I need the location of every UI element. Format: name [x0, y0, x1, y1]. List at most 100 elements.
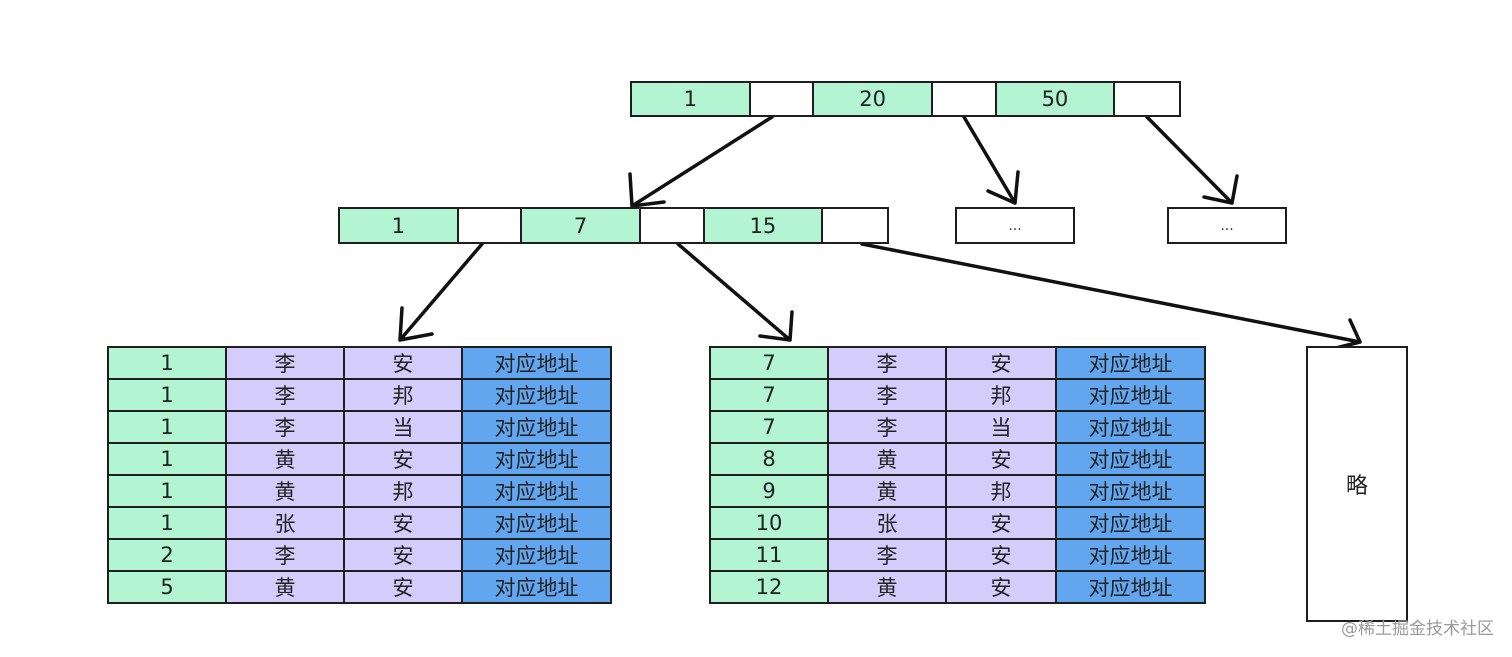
- arrow-root-to-level2: [628, 115, 774, 208]
- index-key-cell: 7: [522, 209, 641, 242]
- child-pointer-cell: [823, 209, 887, 242]
- index-key-cell: 1: [632, 83, 751, 115]
- address-cell: 对应地址: [1055, 570, 1206, 604]
- name-part-2-cell: 当: [945, 410, 1057, 444]
- child-pointer-cell: [640, 209, 705, 242]
- address-cell: 对应地址: [461, 378, 612, 412]
- name-part-2-cell: 邦: [945, 378, 1057, 412]
- name-part-2-cell: 安: [945, 570, 1057, 604]
- address-cell: 对应地址: [1055, 474, 1206, 508]
- id-cell: 7: [709, 410, 829, 444]
- arrow-level2-to-leaf-right: [676, 242, 794, 342]
- id-cell: 8: [709, 442, 829, 476]
- name-part-2-cell: 安: [343, 538, 463, 572]
- child-pointer-cell: [1115, 83, 1179, 115]
- id-cell: 7: [709, 378, 829, 412]
- name-part-2-cell: 安: [343, 346, 463, 380]
- name-part-2-cell: 安: [945, 506, 1057, 540]
- address-cell: 对应地址: [1055, 378, 1206, 412]
- name-part-1-cell: 黄: [827, 474, 947, 508]
- name-part-1-cell: 黄: [225, 442, 345, 476]
- address-cell: 对应地址: [1055, 442, 1206, 476]
- name-part-1-cell: 张: [225, 506, 345, 540]
- child-pointer-cell: [458, 209, 523, 242]
- id-cell: 1: [107, 442, 227, 476]
- id-cell: 5: [107, 570, 227, 604]
- id-cell: 10: [709, 506, 829, 540]
- address-cell: 对应地址: [1055, 410, 1206, 444]
- address-cell: 对应地址: [461, 410, 612, 444]
- id-cell: 1: [107, 506, 227, 540]
- address-cell: 对应地址: [1055, 506, 1206, 540]
- name-part-2-cell: 安: [343, 506, 463, 540]
- name-part-1-cell: 黄: [225, 474, 345, 508]
- index-key-cell: 50: [996, 83, 1116, 115]
- arrow-level2-to-leaf-left: [398, 242, 484, 342]
- name-part-2-cell: 邦: [343, 378, 463, 412]
- arrow-root-to-stub-2: [1145, 115, 1239, 205]
- arrow-root-to-stub-1: [962, 115, 1020, 205]
- child-node-stub-2: ...: [1167, 207, 1287, 244]
- address-cell: 对应地址: [461, 570, 612, 604]
- name-part-2-cell: 安: [945, 442, 1057, 476]
- child-pointer-cell: [750, 83, 815, 115]
- arrow-level2-to-omitted: [860, 242, 1362, 350]
- name-part-2-cell: 安: [945, 538, 1057, 572]
- name-part-2-cell: 安: [945, 346, 1057, 380]
- name-part-1-cell: 李: [225, 346, 345, 380]
- address-cell: 对应地址: [461, 506, 612, 540]
- address-cell: 对应地址: [1055, 538, 1206, 572]
- omitted-leaf-box: 略: [1306, 346, 1408, 622]
- index-key-cell: 20: [814, 83, 933, 115]
- id-cell: 11: [709, 538, 829, 572]
- child-node-stub-1: ...: [955, 207, 1075, 244]
- name-part-1-cell: 李: [827, 410, 947, 444]
- name-part-1-cell: 张: [827, 506, 947, 540]
- name-part-1-cell: 黄: [827, 442, 947, 476]
- name-part-1-cell: 黄: [225, 570, 345, 604]
- index-key-cell: 15: [704, 209, 824, 242]
- id-cell: 1: [107, 410, 227, 444]
- name-part-1-cell: 李: [225, 410, 345, 444]
- id-cell: 2: [107, 538, 227, 572]
- name-part-1-cell: 李: [827, 346, 947, 380]
- name-part-2-cell: 邦: [945, 474, 1057, 508]
- name-part-2-cell: 当: [343, 410, 463, 444]
- address-cell: 对应地址: [1055, 346, 1206, 380]
- name-part-2-cell: 安: [343, 442, 463, 476]
- id-cell: 1: [107, 346, 227, 380]
- root-node: 1 20 50: [630, 81, 1181, 117]
- name-part-1-cell: 李: [225, 378, 345, 412]
- address-cell: 对应地址: [461, 538, 612, 572]
- index-key-cell: 1: [340, 209, 459, 242]
- name-part-1-cell: 李: [827, 378, 947, 412]
- watermark: @稀土掘金技术社区: [1341, 619, 1494, 639]
- address-cell: 对应地址: [461, 442, 612, 476]
- id-cell: 1: [107, 474, 227, 508]
- child-pointer-cell: [932, 83, 997, 115]
- id-cell: 7: [709, 346, 829, 380]
- name-part-1-cell: 李: [827, 538, 947, 572]
- name-part-2-cell: 邦: [343, 474, 463, 508]
- id-cell: 9: [709, 474, 829, 508]
- id-cell: 1: [107, 378, 227, 412]
